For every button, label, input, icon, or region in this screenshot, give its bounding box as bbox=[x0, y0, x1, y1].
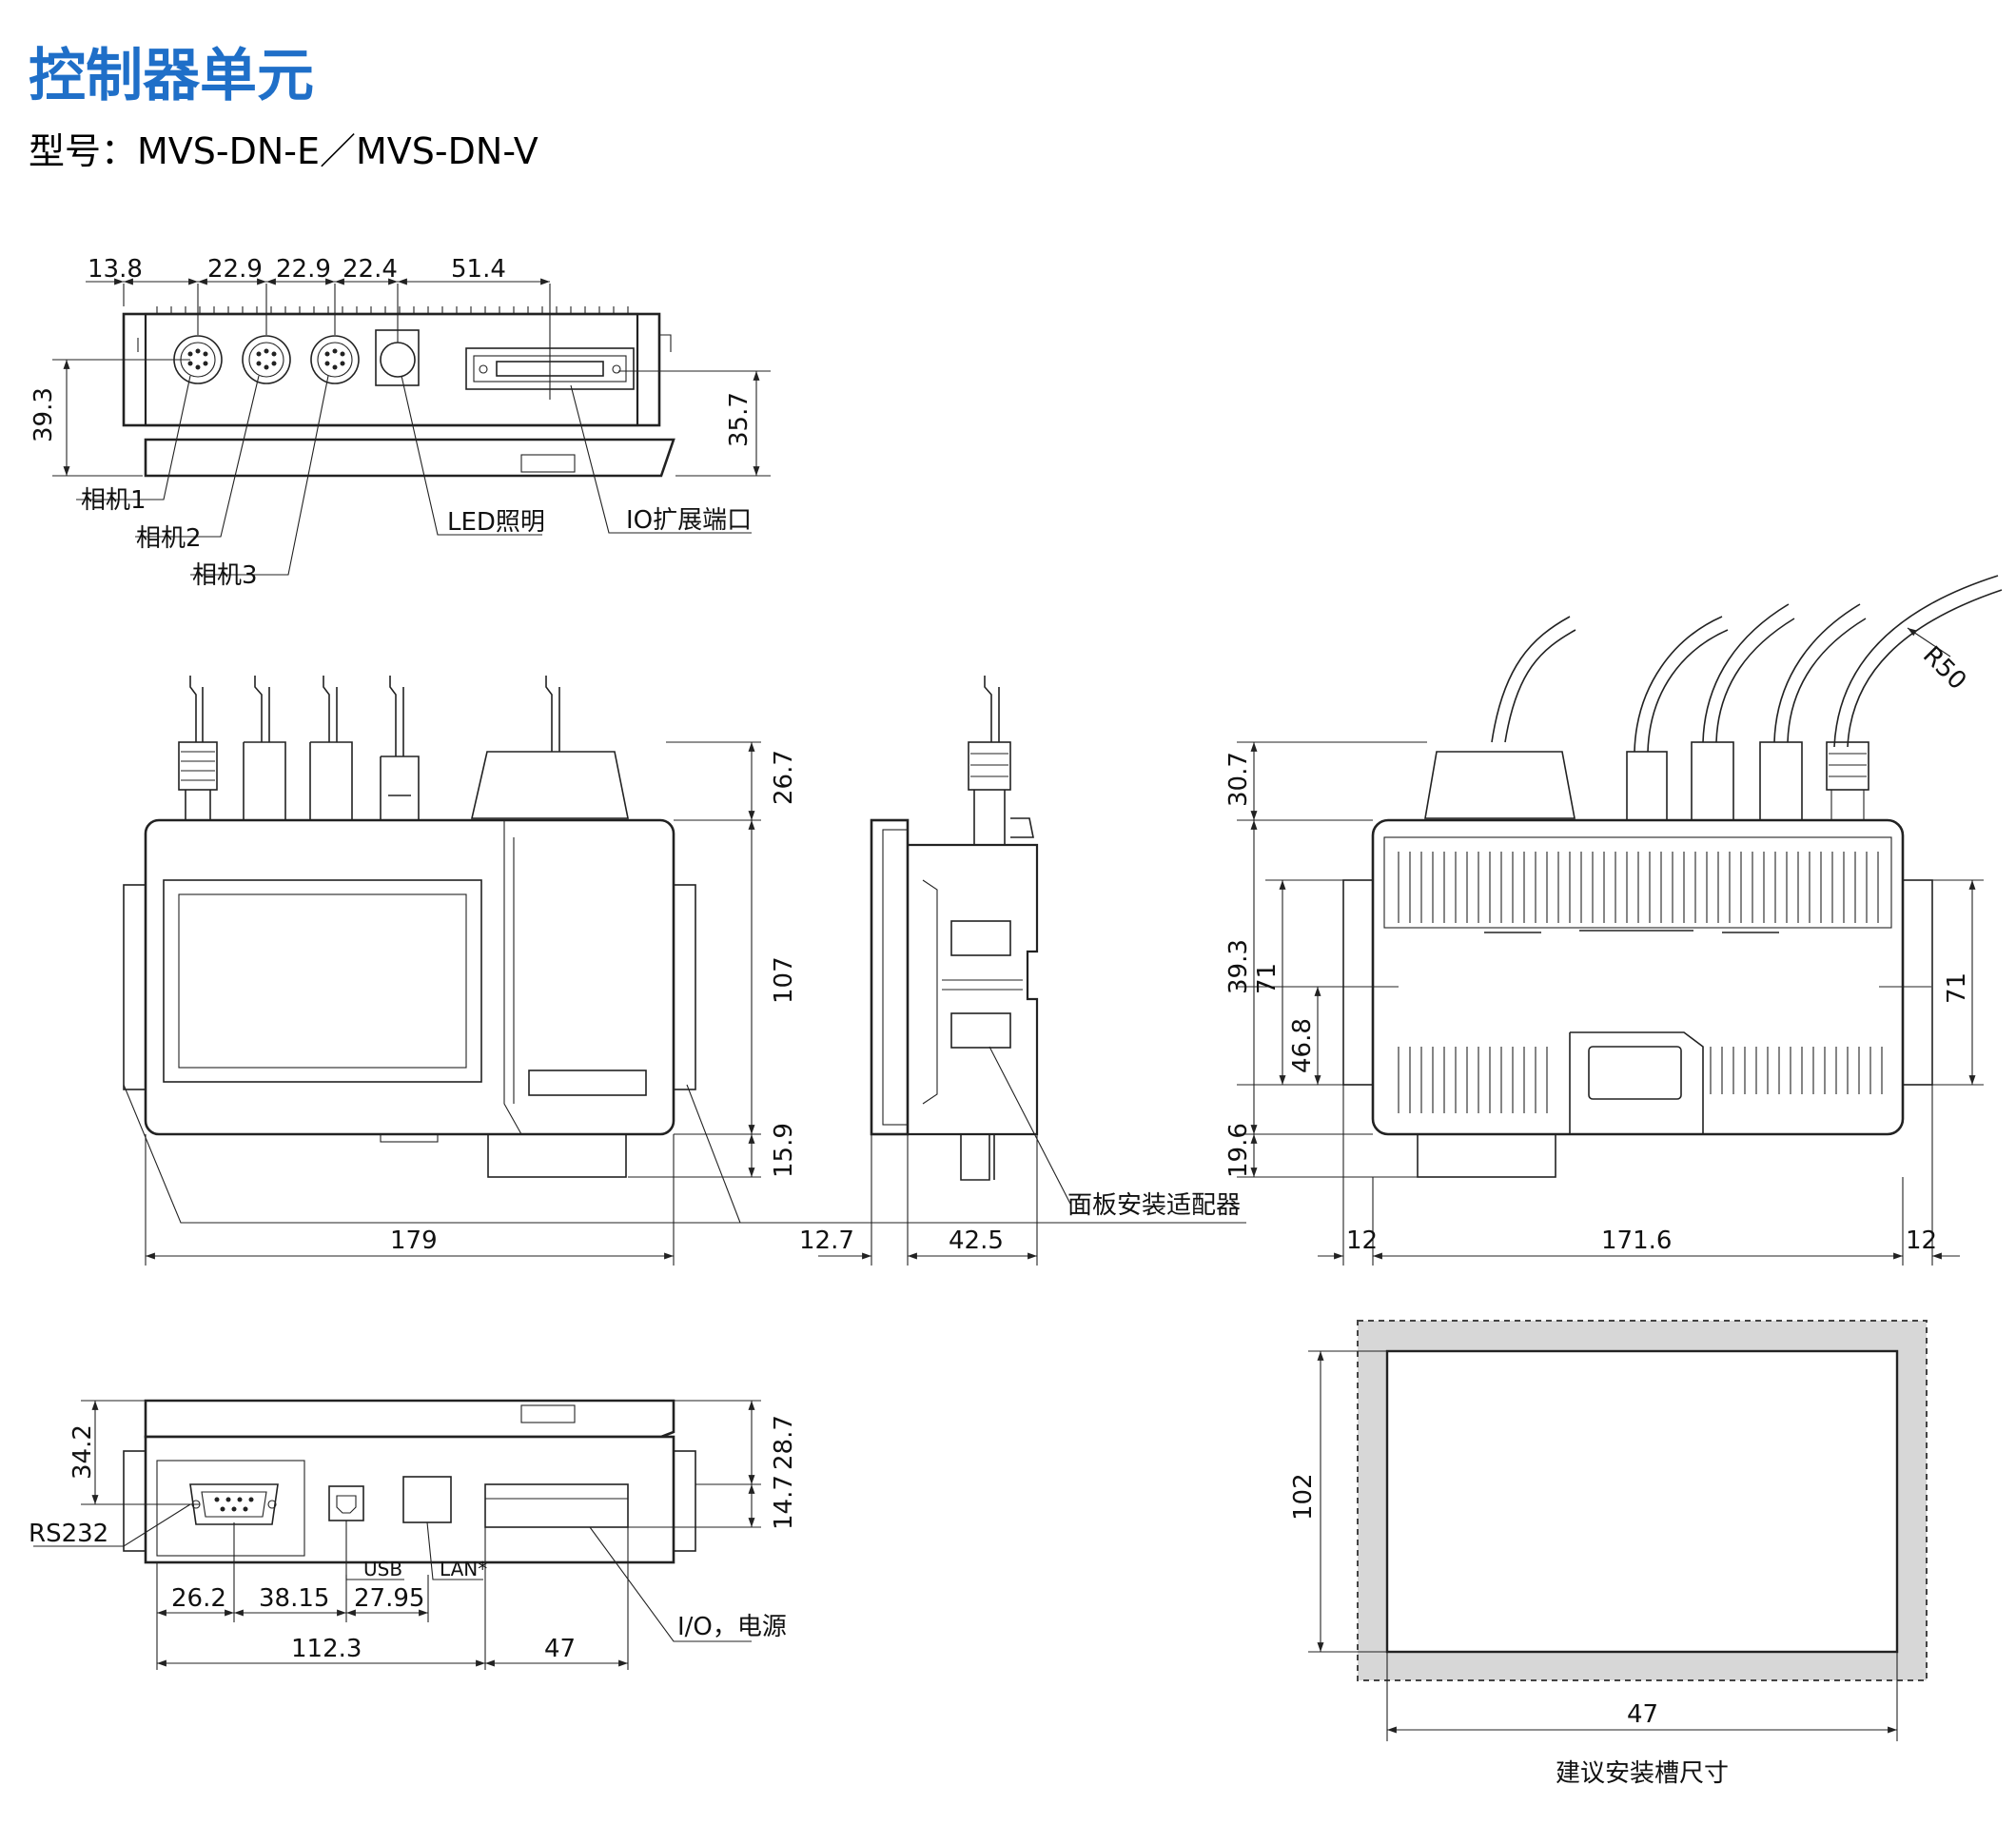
label-lan: LAN* bbox=[440, 1558, 487, 1580]
top-view: 13.8 22.9 22.9 22.4 51.4 39.3 35.7 相机1 相… bbox=[29, 255, 771, 590]
dim-back-46-8: 46.8 bbox=[1288, 1018, 1317, 1073]
model-label: 型号：MVS-DN-E／MVS-DN-V bbox=[29, 130, 538, 172]
dim-back-12-right: 12 bbox=[1906, 1226, 1937, 1255]
dim-top-39-3: 39.3 bbox=[29, 387, 58, 442]
bottom-view-body bbox=[144, 1435, 675, 1564]
label-led: LED照明 bbox=[447, 508, 545, 537]
dim-top-13-8: 13.8 bbox=[88, 255, 143, 284]
dim-bottom-38-15: 38.15 bbox=[259, 1584, 329, 1613]
dim-back-39-3: 39.3 bbox=[1224, 939, 1253, 994]
dim-bottom-112-3: 112.3 bbox=[291, 1635, 362, 1663]
dim-cutout-102: 102 bbox=[1289, 1473, 1318, 1521]
dim-top-22-4: 22.4 bbox=[343, 255, 398, 284]
dim-top-35-7: 35.7 bbox=[725, 392, 754, 447]
bottom-view: 34.2 28.7 14.7 RS232 USB LAN* I/O，电源 26.… bbox=[29, 1399, 798, 1670]
label-rs232: RS232 bbox=[29, 1520, 108, 1548]
dim-bottom-14-7: 14.7 bbox=[770, 1475, 798, 1530]
dim-cutout-47: 47 bbox=[1627, 1700, 1658, 1729]
top-view-front-lip bbox=[144, 438, 675, 478]
label-camera1: 相机1 bbox=[81, 486, 147, 515]
dim-back-12-left: 12 bbox=[1346, 1226, 1378, 1255]
label-camera2: 相机2 bbox=[136, 524, 202, 553]
dim-bottom-34-2: 34.2 bbox=[69, 1424, 97, 1480]
dim-top-22-9-a: 22.9 bbox=[207, 255, 263, 284]
radius-r50: R50 bbox=[1917, 641, 1971, 696]
label-io-power: I/O，电源 bbox=[677, 1613, 787, 1641]
dim-bottom-26-2: 26.2 bbox=[171, 1584, 226, 1613]
cutout-caption: 建议安装槽尺寸 bbox=[1556, 1759, 1729, 1788]
top-view-body bbox=[122, 312, 661, 427]
camera3-connector-icon bbox=[310, 335, 360, 384]
cutout-view: 102 47 建议安装槽尺寸 bbox=[1289, 1320, 1928, 1788]
side-view: 12.7 42.5 面板安装适配器 bbox=[799, 676, 1241, 1266]
camera2-connector-icon bbox=[242, 335, 291, 384]
dim-front-15-9: 15.9 bbox=[770, 1123, 798, 1178]
cutout-opening bbox=[1385, 1349, 1899, 1654]
rs232-connector-icon bbox=[189, 1483, 279, 1525]
dim-bottom-28-7: 28.7 bbox=[770, 1415, 798, 1470]
side-view-panel bbox=[870, 818, 910, 1136]
label-camera3: 相机3 bbox=[192, 561, 258, 590]
back-view: R50 30.7 39.3 71 46.8 19.6 71 bbox=[1224, 575, 2003, 1266]
label-io-port: IO扩展端口 bbox=[626, 506, 752, 535]
label-usb: USB bbox=[363, 1558, 402, 1580]
front-view: 26.7 107 15.9 179 bbox=[123, 676, 1246, 1266]
dim-back-19-6: 19.6 bbox=[1224, 1123, 1253, 1178]
dim-back-71-right: 71 bbox=[1943, 972, 1971, 1004]
front-view-body bbox=[144, 818, 675, 1136]
dim-side-42-5: 42.5 bbox=[949, 1226, 1004, 1255]
dim-front-26-7: 26.7 bbox=[770, 750, 798, 805]
io-power-connector-icon bbox=[484, 1483, 629, 1528]
dim-side-12-7: 12.7 bbox=[799, 1226, 854, 1255]
dim-front-107: 107 bbox=[770, 956, 798, 1004]
dim-front-179: 179 bbox=[390, 1226, 438, 1255]
dim-bottom-27-95: 27.95 bbox=[354, 1584, 424, 1613]
dim-back-71-left: 71 bbox=[1253, 963, 1282, 994]
bottom-view-top-lip bbox=[144, 1399, 675, 1439]
dim-bottom-47: 47 bbox=[544, 1635, 576, 1663]
label-panel-adapter: 面板安装适配器 bbox=[1067, 1191, 1241, 1220]
dim-top-22-9-b: 22.9 bbox=[276, 255, 331, 284]
dim-back-171-6: 171.6 bbox=[1601, 1226, 1672, 1255]
front-view-display bbox=[163, 879, 482, 1083]
dim-top-51-4: 51.4 bbox=[451, 255, 506, 284]
page-title: 控制器单元 bbox=[29, 43, 314, 109]
dim-back-30-7: 30.7 bbox=[1224, 752, 1253, 807]
